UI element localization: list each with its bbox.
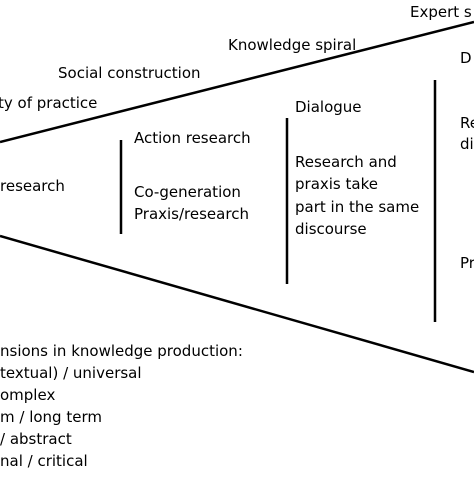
label-action-research: Action research bbox=[134, 129, 251, 147]
stage3-line-1: Research and bbox=[295, 153, 397, 171]
label-knowledge-spiral: Knowledge spiral bbox=[228, 36, 356, 54]
dimension-item-1: textual) / universal bbox=[0, 364, 142, 382]
stage3-line-4: discourse bbox=[295, 220, 367, 238]
label-research: research bbox=[0, 177, 65, 195]
label-community-of-practice: ty of practice bbox=[0, 94, 97, 112]
dimension-item-2: omplex bbox=[0, 386, 55, 404]
funnel-upper-edge bbox=[0, 20, 474, 144]
dimension-item-5: nal / critical bbox=[0, 452, 88, 470]
stage4-label-di: di bbox=[460, 135, 474, 153]
label-expert: Expert s bbox=[410, 3, 472, 21]
stage4-label-re: Re bbox=[460, 114, 474, 132]
funnel-lower-edge bbox=[0, 234, 474, 374]
dimension-item-3: m / long term bbox=[0, 408, 102, 426]
stage3-line-3: part in the same bbox=[295, 198, 419, 216]
stage4-label-d: D bbox=[460, 49, 472, 67]
stage4-label-pr: Pr bbox=[460, 254, 474, 272]
label-dialogue: Dialogue bbox=[295, 98, 362, 116]
stage3-line-2: praxis take bbox=[295, 175, 378, 193]
label-social-construction: Social construction bbox=[58, 64, 201, 82]
label-praxis-research: Praxis/research bbox=[134, 205, 249, 223]
label-co-generation: Co-generation bbox=[134, 183, 241, 201]
dimensions-heading: nsions in knowledge production: bbox=[0, 342, 243, 360]
dimension-item-4: / abstract bbox=[0, 430, 72, 448]
